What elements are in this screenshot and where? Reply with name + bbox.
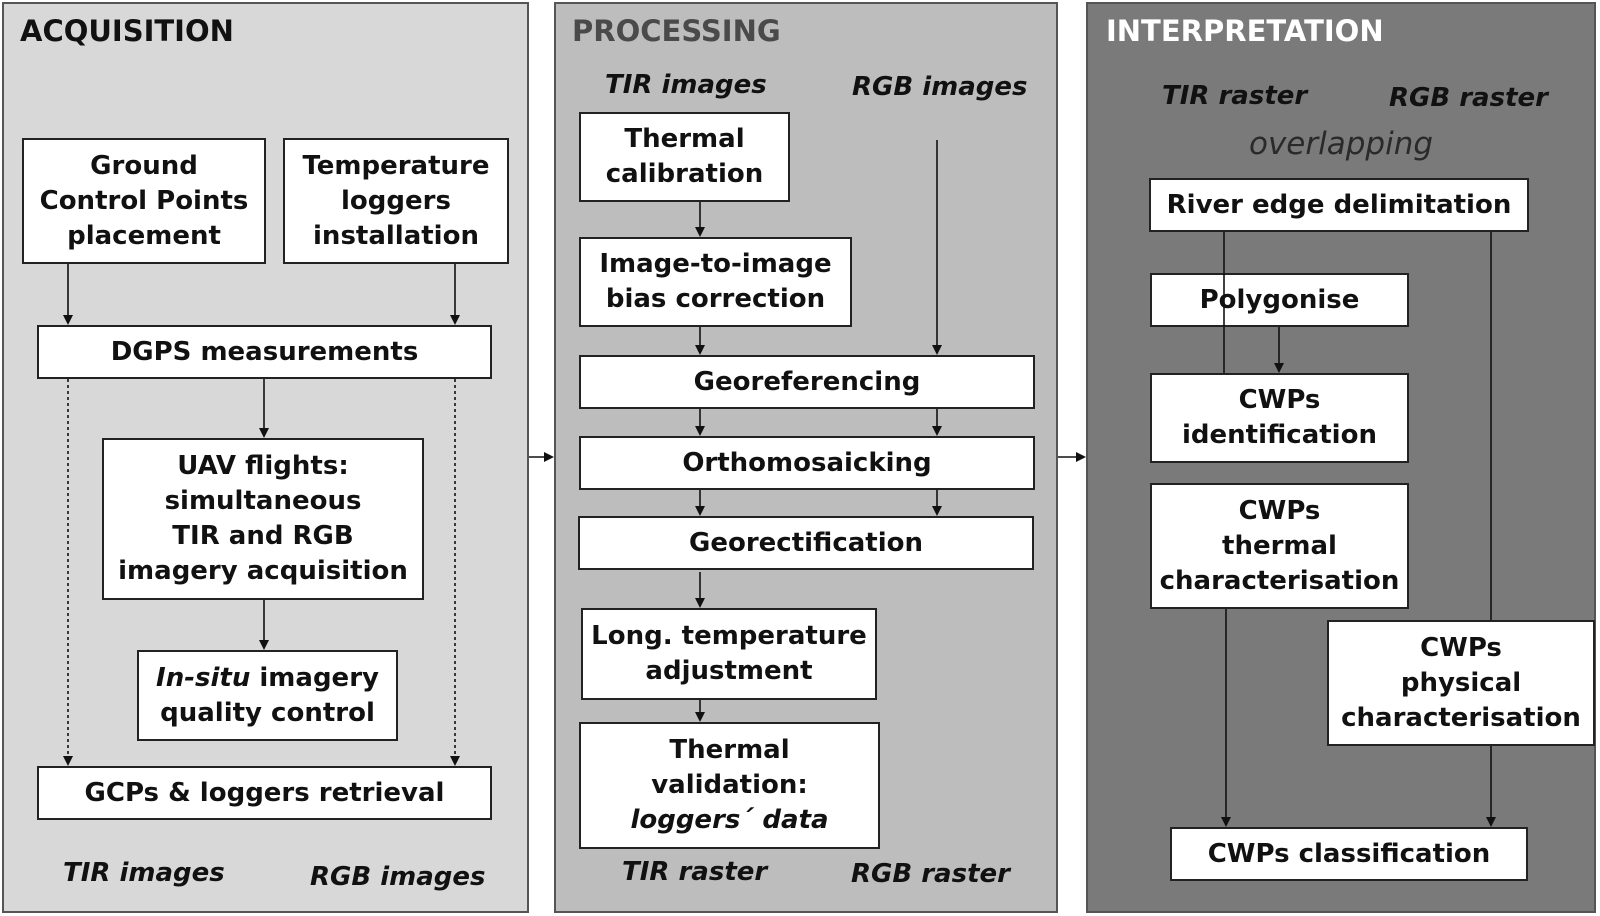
acquisition-title: ACQUISITION bbox=[20, 14, 234, 48]
int-input-rgb-label: RGB raster bbox=[1389, 83, 1548, 113]
gcps-loggers-retrieval-box: GCPs & loggers retrieval bbox=[37, 766, 492, 820]
polygonise-box: Polygonise bbox=[1150, 273, 1409, 327]
proc-input-tir-label: TIR images bbox=[605, 70, 767, 100]
orthomosaicking-box: Orthomosaicking bbox=[579, 436, 1035, 490]
georeferencing-box: Georeferencing bbox=[579, 355, 1035, 409]
acq-output-tir-label: TIR images bbox=[63, 858, 225, 888]
overlapping-label: overlapping bbox=[1249, 126, 1434, 162]
acq-output-rgb-label: RGB images bbox=[310, 862, 486, 892]
int-input-tir-label: TIR raster bbox=[1162, 81, 1308, 111]
proc-output-rgb-label: RGB raster bbox=[851, 859, 1010, 889]
dgps-measurements-box: DGPS measurements bbox=[37, 325, 492, 379]
processing-title: PROCESSING bbox=[572, 14, 781, 48]
interpretation-title: INTERPRETATION bbox=[1106, 14, 1384, 48]
proc-output-tir-label: TIR raster bbox=[622, 857, 768, 887]
cwps-classification-box: CWPs classification bbox=[1170, 827, 1528, 881]
river-edge-delimitation-box: River edge delimitation bbox=[1149, 178, 1529, 232]
proc-input-rgb-label: RGB images bbox=[852, 72, 1028, 102]
georectification-box: Georectification bbox=[578, 516, 1034, 570]
